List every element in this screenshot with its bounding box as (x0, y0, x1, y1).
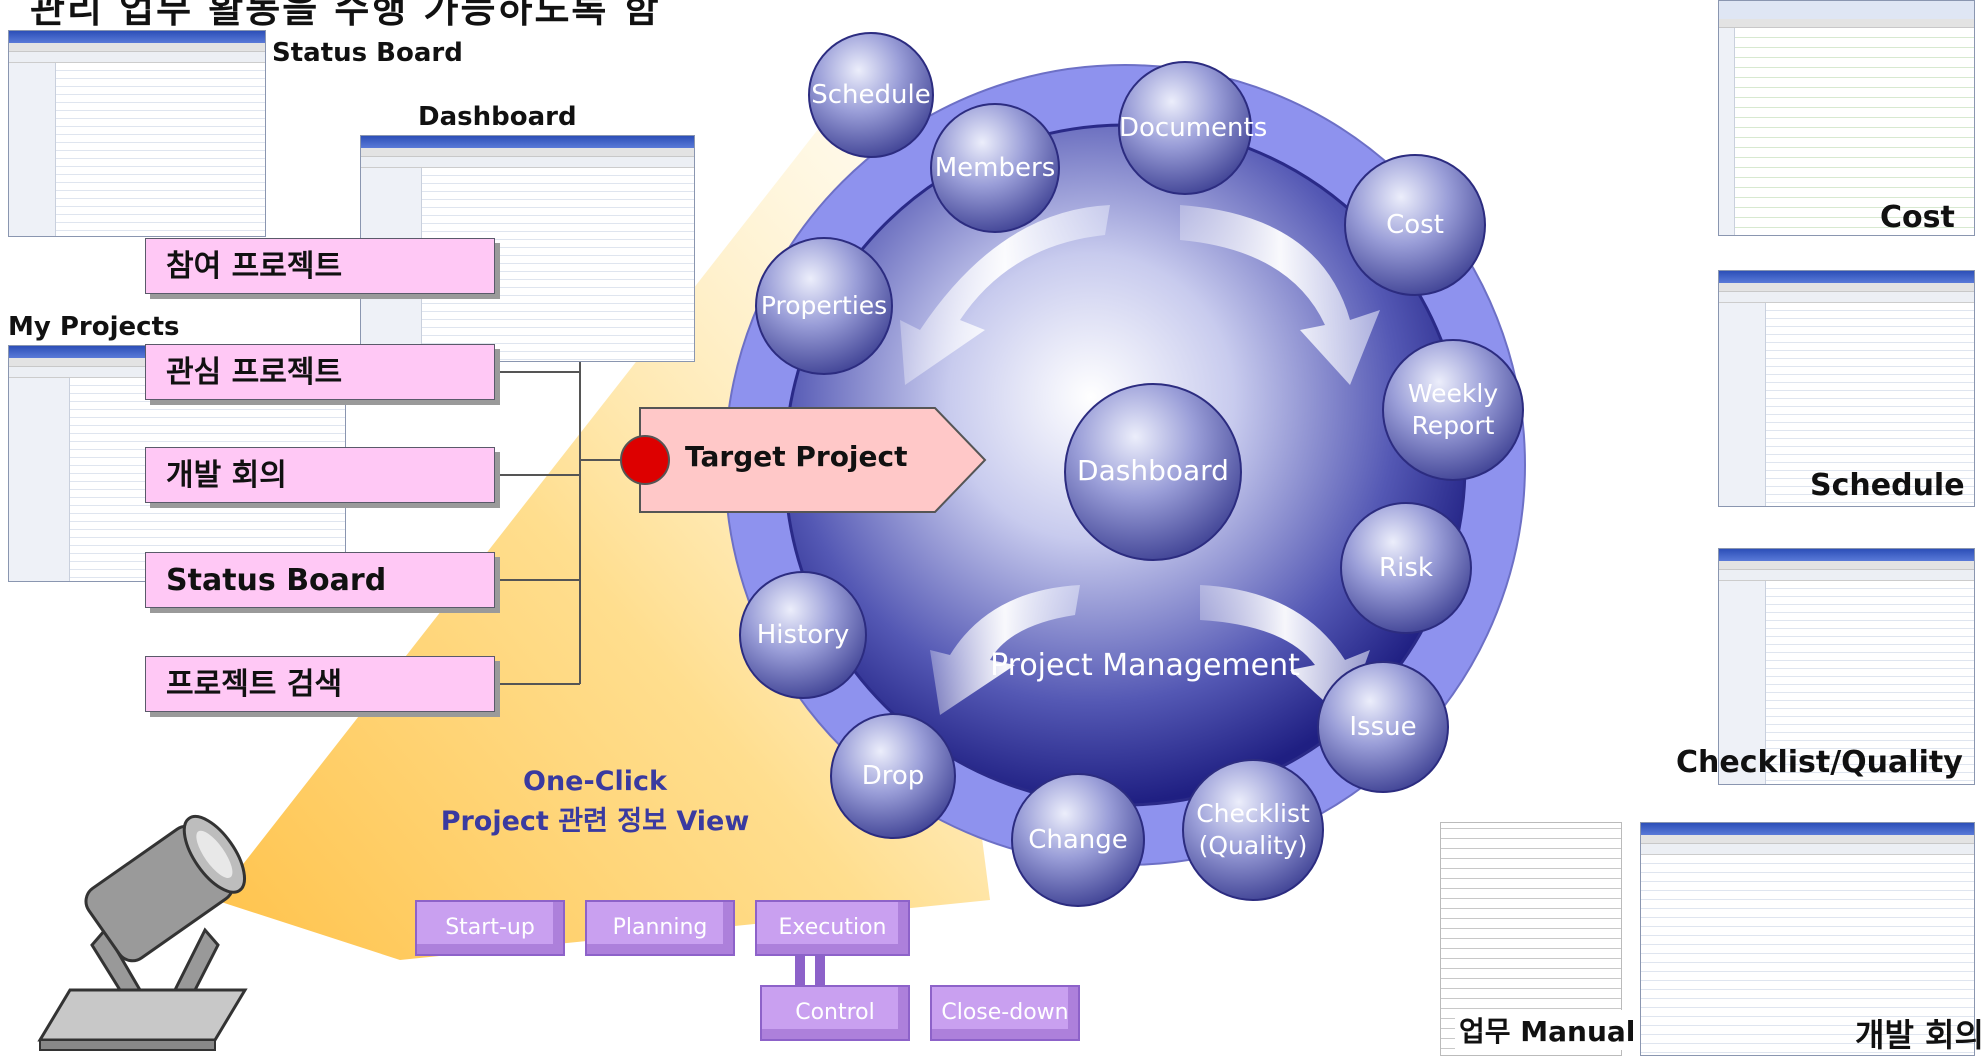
curved-arrow-icon (930, 585, 1080, 715)
satellite-drop-label: Drop (861, 761, 925, 791)
my-projects-caption: My Projects (8, 312, 180, 342)
meeting-screenshot (1640, 822, 1975, 1056)
satellite-history-label: History (756, 620, 850, 650)
meeting-caption: 개발 회의 (1855, 1016, 1981, 1054)
satellite-checklist-quality-circle (1182, 759, 1324, 901)
curved-arrow-icon (1180, 205, 1380, 385)
manual-caption: 업무 Manual (1455, 1010, 1640, 1050)
cost-caption: Cost (1880, 200, 1955, 235)
cost-screenshot (1718, 0, 1975, 236)
satellite-group (739, 32, 1524, 907)
satellite-change-circle (1011, 773, 1145, 907)
nav-box-project-search: 프로젝트 검색 (145, 656, 495, 712)
curved-arrow-icon (900, 205, 1110, 385)
satellite-issue-circle (1317, 661, 1449, 793)
satellite-weekly-report-circle (1382, 339, 1524, 481)
status-board-caption: Status Board (272, 38, 463, 68)
satellite-cost-label: Cost (1386, 210, 1444, 240)
satellite-issue-label: Issue (1349, 712, 1417, 742)
one-click-line2: Project 관련 정보 View (440, 806, 750, 837)
phase-planning: Planning (585, 900, 735, 956)
dashboard-circle (1064, 383, 1242, 561)
nav-box-dev-meeting: 개발 회의 (145, 447, 495, 503)
spotlight-projector-icon (37, 815, 248, 1051)
satellite-schedule-label: Schedule (811, 80, 931, 110)
project-management-label: Project Management (990, 648, 1300, 683)
one-click-line1: One-Click (523, 766, 667, 797)
target-dot (620, 435, 670, 485)
curved-arrow-icon (1200, 585, 1370, 720)
schedule-screenshot (1718, 270, 1975, 507)
page-heading: 관리 업무 활동을 수행 가능하도록 함 (30, 0, 661, 31)
satellite-cost-circle (1344, 154, 1486, 296)
phase-startup: Start-up (415, 900, 565, 956)
satellite-members-label: Members (934, 153, 1056, 183)
satellite-checklist-quality-label: Checklist(Quality) (1196, 799, 1310, 860)
dashboard-caption: Dashboard (418, 102, 577, 132)
one-click-text: One-Click Project 관련 정보 View (430, 762, 760, 842)
nav-box-interest-projects: 관심 프로젝트 (145, 344, 495, 400)
phase-control: Control (760, 985, 910, 1041)
satellite-change-label: Change (1028, 825, 1128, 855)
schedule-caption: Schedule (1810, 468, 1965, 503)
status-board-screenshot (8, 30, 266, 237)
satellite-documents-label: Documents (1119, 113, 1268, 143)
checklist-caption: Checklist/Quality (1676, 745, 1963, 780)
dashboard-label: Dashboard (1077, 454, 1229, 487)
satellite-drop-circle (830, 713, 956, 839)
nav-box-status-board: Status Board (145, 552, 495, 608)
satellite-documents-circle (1118, 61, 1252, 195)
phase-execution: Execution (755, 900, 910, 956)
satellite-risk-circle (1340, 502, 1472, 634)
satellite-history-circle (739, 571, 867, 699)
satellite-properties-circle (755, 237, 893, 375)
satellite-members-circle (930, 103, 1060, 233)
target-project-label: Target Project (685, 440, 908, 473)
satellite-risk-label: Risk (1379, 553, 1433, 583)
satellite-properties-label: Properties (760, 291, 888, 320)
satellite-schedule-circle (808, 32, 934, 158)
phase-close-down: Close-down (930, 985, 1080, 1041)
nav-box-participating-projects: 참여 프로젝트 (145, 238, 495, 294)
target-project-box (639, 407, 987, 513)
checklist-screenshot (1718, 548, 1975, 785)
